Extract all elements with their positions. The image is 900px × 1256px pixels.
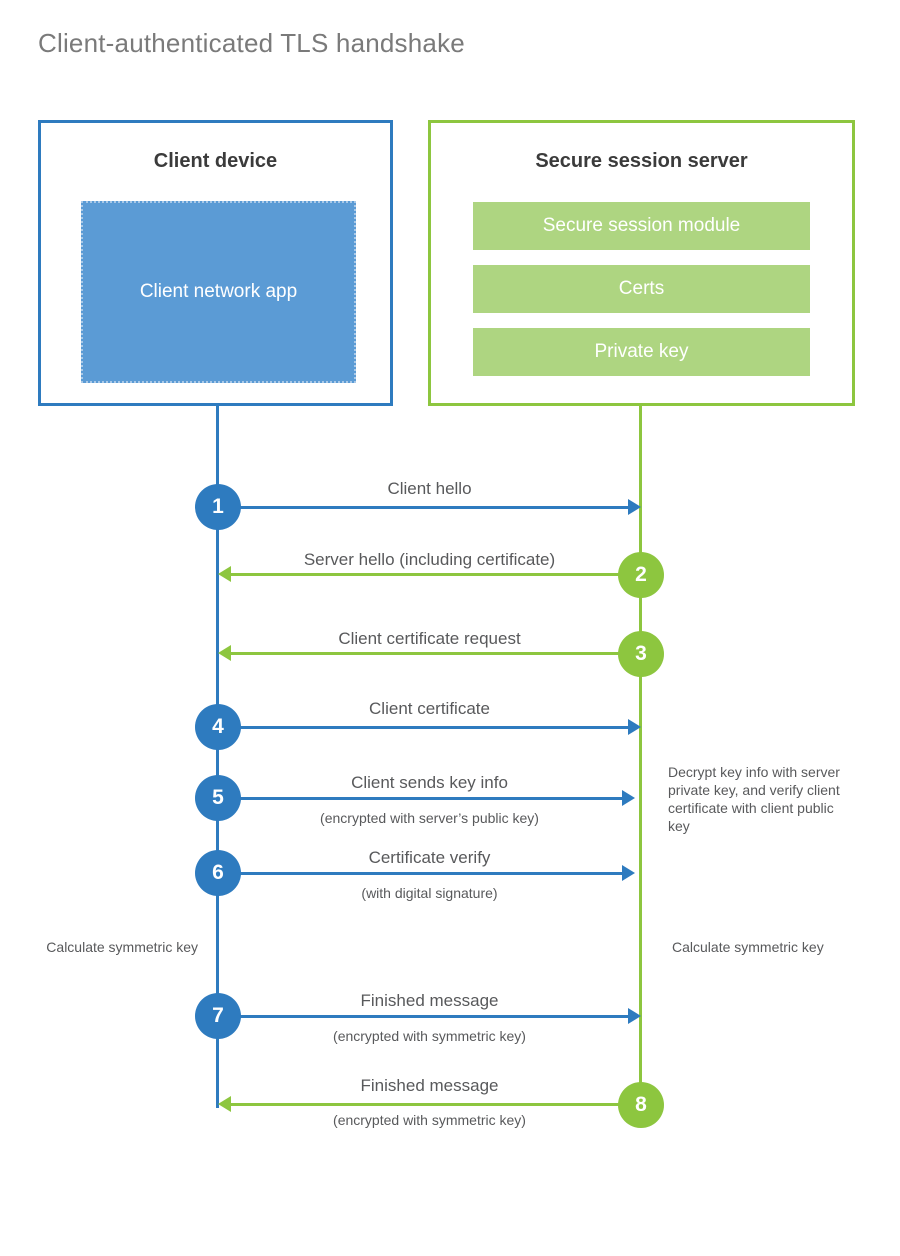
step-marker-3[interactable]: 3 [618, 631, 664, 677]
client-device-box: Client device Client network app [38, 120, 393, 406]
server-lifeline [639, 406, 642, 1106]
secure-session-server-box: Secure session server Secure session mod… [428, 120, 855, 406]
step-marker-4[interactable]: 4 [195, 704, 241, 750]
step-marker-7[interactable]: 7 [195, 993, 241, 1039]
message-sublabel-5: (encrypted with server’s public key) [320, 810, 539, 826]
step-marker-1[interactable]: 1 [195, 484, 241, 530]
message-label-7: Finished message [360, 991, 499, 1010]
message-label-4: Client certificate [369, 699, 490, 718]
note-server-calculate-symmetric-key: Calculate symmetric key [672, 939, 824, 955]
client-lifeline [216, 406, 219, 1108]
message-label-8: Finished message [360, 1076, 499, 1095]
message-label-6: Certificate verify [368, 848, 491, 867]
message-line-5 [218, 797, 622, 800]
server-component-certs: Certs [473, 265, 810, 313]
client-device-title: Client device [153, 150, 278, 172]
arrowhead-right-1 [628, 499, 641, 515]
message-sublabel-8: (encrypted with symmetric key) [333, 1112, 526, 1128]
step-marker-6[interactable]: 6 [195, 850, 241, 896]
message-label-3: Client certificate request [338, 629, 521, 648]
arrowhead-right-5 [622, 790, 635, 806]
arrowhead-right-7 [628, 1008, 641, 1024]
step-marker-8[interactable]: 8 [618, 1082, 664, 1128]
secure-session-server-title: Secure session server [535, 150, 748, 172]
server-component-private-key: Private key [473, 328, 810, 376]
arrowhead-left-3 [218, 645, 231, 661]
client-network-app-box: Client network app [81, 201, 356, 383]
message-line-3 [231, 652, 623, 655]
step-marker-5[interactable]: 5 [195, 775, 241, 821]
server-component-secure-session-module: Secure session module [473, 202, 810, 250]
message-line-1 [218, 506, 628, 509]
message-line-4 [218, 726, 628, 729]
note-client-calculate-symmetric-key: Calculate symmetric key [46, 939, 198, 955]
message-label-5: Client sends key info [351, 773, 508, 792]
arrowhead-right-6 [622, 865, 635, 881]
message-line-7 [218, 1015, 628, 1018]
message-line-6 [218, 872, 622, 875]
message-label-1: Client hello [387, 479, 472, 498]
arrowhead-left-2 [218, 566, 231, 582]
message-line-8 [231, 1103, 623, 1106]
arrowhead-left-8 [218, 1096, 231, 1112]
message-label-2: Server hello (including certificate) [303, 550, 556, 569]
page-title: Client-authenticated TLS handshake [38, 28, 465, 58]
message-sublabel-6: (with digital signature) [361, 885, 498, 901]
note-server-decrypt: Decrypt key info with server private key… [668, 764, 840, 834]
step-marker-2[interactable]: 2 [618, 552, 664, 598]
message-line-2 [231, 573, 623, 576]
arrowhead-right-4 [628, 719, 641, 735]
message-sublabel-7: (encrypted with symmetric key) [333, 1028, 526, 1044]
